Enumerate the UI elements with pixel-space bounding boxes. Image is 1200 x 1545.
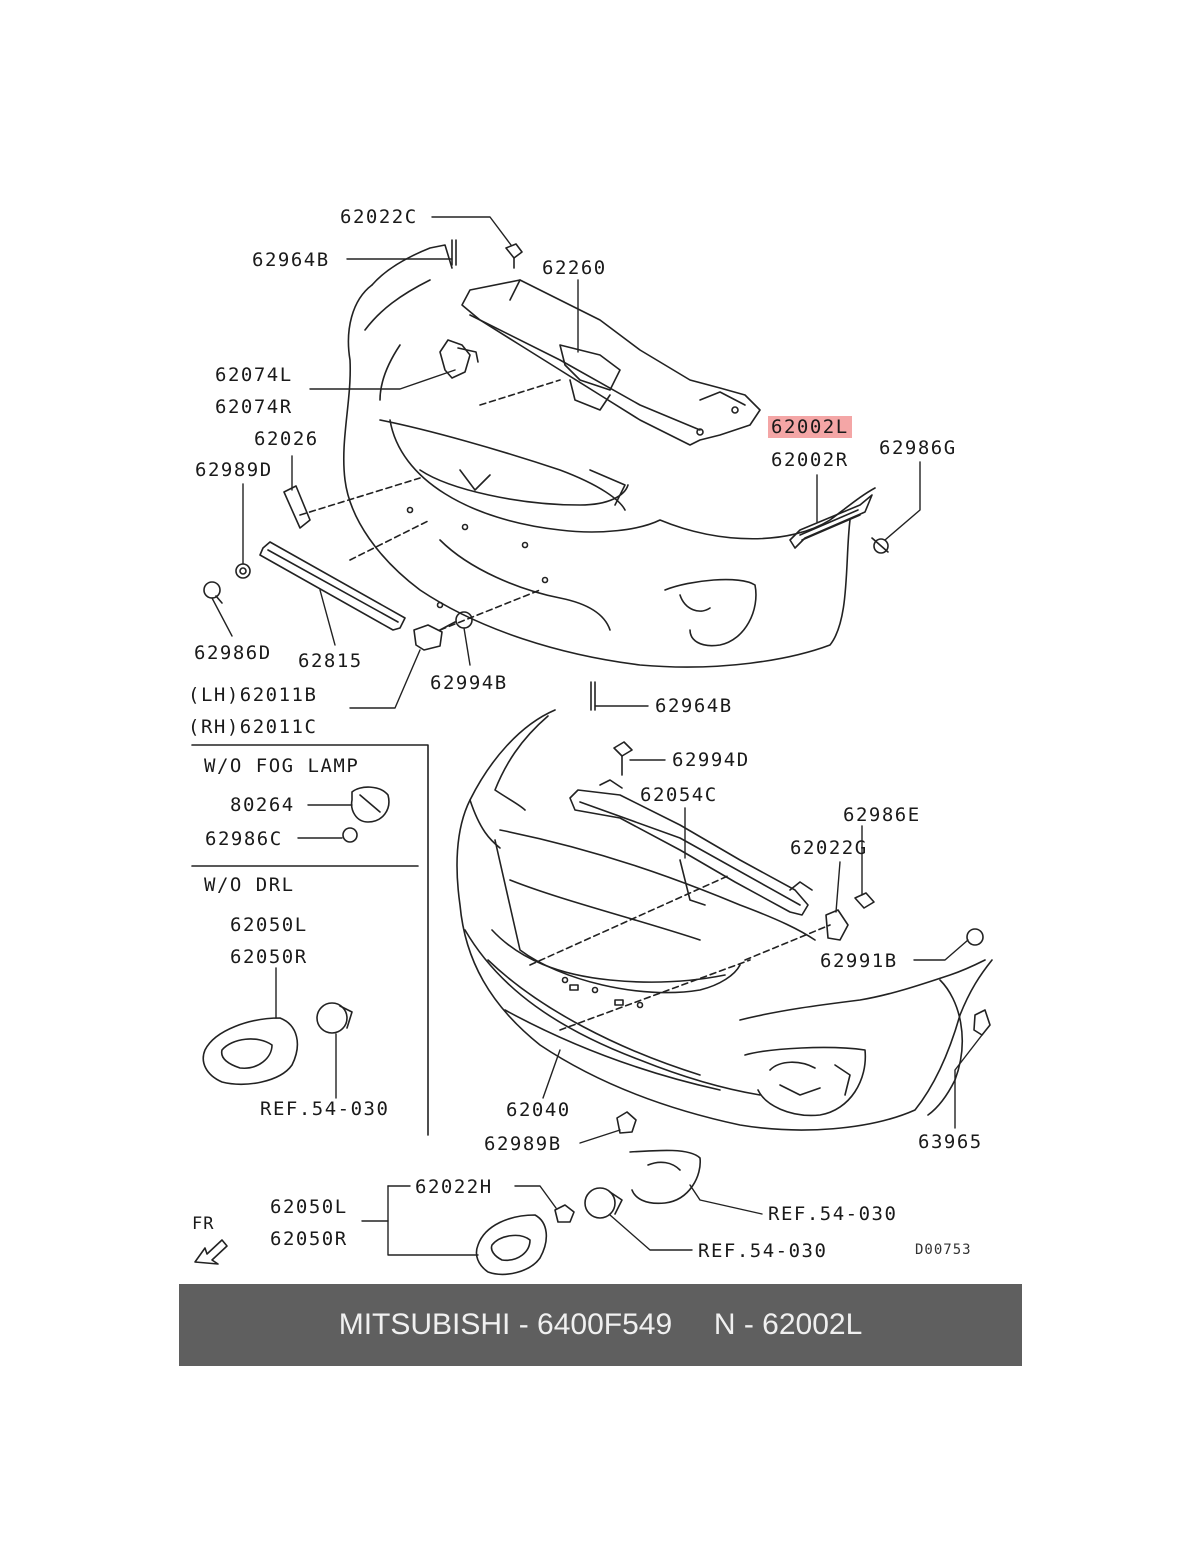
- license-plate-bracket-62815: [259, 541, 406, 631]
- label-62991B: 62991B: [820, 950, 898, 972]
- fog-lamp-ref-inset: [316, 1002, 353, 1034]
- label-62002R: 62002R: [771, 449, 849, 471]
- inset-title-fog: W/O FOG LAMP: [204, 755, 360, 777]
- label-62994D: 62994D: [672, 749, 750, 771]
- leader-lines-lower: [361, 705, 983, 1256]
- inset-title-drl: W/O DRL: [204, 874, 295, 896]
- label-62994B: 62994B: [430, 672, 508, 694]
- label-62040: 62040: [506, 1099, 571, 1121]
- bolt-62994D: [613, 741, 633, 776]
- inset-frame: [191, 744, 429, 1136]
- label-62011C: (RH)62011C: [188, 716, 318, 738]
- bolt-62986E: [854, 892, 875, 909]
- label-62050R-bottom: 62050R: [270, 1228, 348, 1250]
- part-caption: MITSUBISHI - 6400F549 N - 62002L: [338, 1308, 863, 1341]
- caption-bar: MITSUBISHI - 6400F549 N - 62002L: [179, 1284, 1022, 1366]
- upper-bumper-cover: [299, 244, 876, 668]
- label-62022G: 62022G: [790, 837, 868, 859]
- label-62986D: 62986D: [194, 642, 272, 664]
- label-62011B: (LH)62011B: [188, 684, 318, 706]
- front-arrow-icon: [194, 1239, 228, 1265]
- screw-62994B: [439, 611, 473, 631]
- fog-bezel-62050-bottom: [475, 1214, 548, 1276]
- bracket-62074: [439, 339, 479, 379]
- lower-reinforcement-62054C: [569, 779, 813, 916]
- label-62964B-top: 62964B: [252, 249, 330, 271]
- screw-62986G: [871, 537, 889, 554]
- front-direction: FR: [192, 1214, 214, 1234]
- label-62260: 62260: [542, 257, 607, 279]
- lower-bumper-cover: [456, 709, 993, 1131]
- fog-cover-ref: [629, 1149, 701, 1205]
- label-62815: 62815: [298, 650, 363, 672]
- bolt-62022C: [505, 243, 523, 269]
- highlight-62002L: 62002L: [768, 416, 852, 438]
- label-62022C: 62022C: [340, 206, 418, 228]
- cap-62026: [283, 485, 311, 529]
- label-62986G: 62986G: [879, 437, 957, 459]
- label-62074R: 62074R: [215, 396, 293, 418]
- label-62050L-inset: 62050L: [230, 914, 308, 936]
- clip-63965: [973, 1009, 991, 1036]
- fog-bezel-62050-inset: [202, 1017, 299, 1086]
- nut-62991B: [966, 928, 984, 946]
- label-80264: 80264: [230, 794, 295, 816]
- label-62964B-mid: 62964B: [655, 695, 733, 717]
- label-ref-a: REF.54-030: [768, 1203, 898, 1225]
- label-62074L: 62074L: [215, 364, 293, 386]
- label-63965: 63965: [918, 1131, 983, 1153]
- front-label: FR: [192, 1214, 215, 1234]
- upper-reinforcement-62260: [461, 279, 761, 446]
- screw-62989D: [235, 563, 251, 579]
- leader-lines-inset: [275, 804, 353, 1099]
- label-62989D: 62989D: [195, 459, 273, 481]
- side-bracket-62002: [789, 494, 873, 549]
- label-ref-b: REF.54-030: [698, 1240, 828, 1262]
- leader-lines-upper: [211, 216, 921, 709]
- label-62022H: 62022H: [415, 1176, 493, 1198]
- label-62054C: 62054C: [640, 784, 718, 806]
- drawing-code: D00753: [915, 1242, 972, 1258]
- label-62986C: 62986C: [205, 828, 283, 850]
- label-62026: 62026: [254, 428, 319, 450]
- fog-cap-80264: [350, 786, 390, 823]
- label-62002L-highlighted: 62002L: [768, 416, 852, 438]
- screw-62986C: [342, 827, 358, 843]
- label-62986E: 62986E: [843, 804, 921, 826]
- label-62050R-inset: 62050R: [230, 946, 308, 968]
- clip-62022H: [554, 1204, 575, 1223]
- clip-62011: [413, 624, 443, 651]
- label-ref-inset: REF.54-030: [260, 1098, 390, 1120]
- fog-lamp-ref: [584, 1187, 623, 1219]
- label-62989B: 62989B: [484, 1133, 562, 1155]
- pin-62964B-top: [451, 239, 457, 266]
- label-62050L-bottom: 62050L: [270, 1196, 348, 1218]
